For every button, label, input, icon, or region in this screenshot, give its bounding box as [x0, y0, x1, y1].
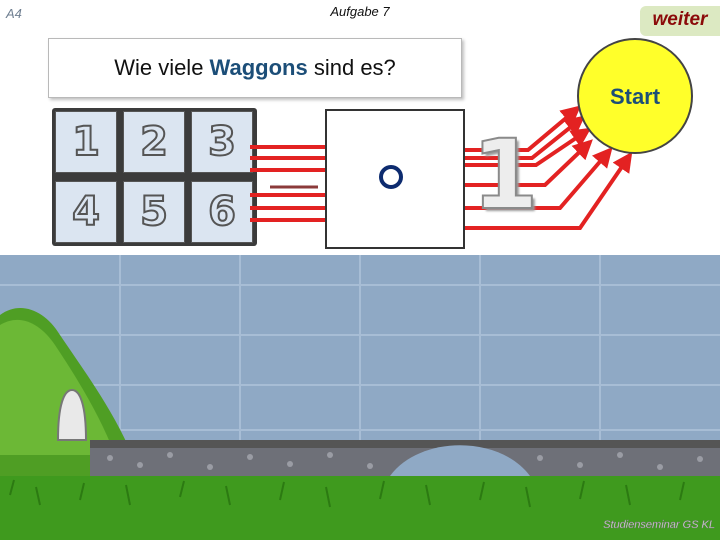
watermark: Studienseminar GS KL	[603, 519, 715, 531]
key-2[interactable]: 2	[123, 111, 185, 173]
question-after: sind es?	[307, 55, 396, 80]
answer-indicator-icon	[379, 165, 403, 189]
key-1[interactable]: 1	[55, 111, 117, 173]
start-label[interactable]: Start	[609, 84, 661, 109]
number-keypad: 1 2 3 4 5 6	[52, 108, 257, 246]
answer-display	[325, 109, 465, 249]
answer-digit: 1	[471, 119, 540, 231]
slide-id-label: A4	[6, 6, 22, 21]
key-3[interactable]: 3	[191, 111, 253, 173]
question-box: Wie viele Waggons sind es?	[48, 38, 462, 98]
next-button[interactable]: weiter	[640, 6, 720, 36]
key-5[interactable]: 5	[123, 181, 185, 243]
key-6[interactable]: 6	[191, 181, 253, 243]
question-before: Wie viele	[114, 55, 210, 80]
start-button[interactable]	[577, 38, 693, 154]
landscape-scene	[0, 255, 720, 540]
question-text: Wie viele Waggons sind es?	[49, 55, 461, 81]
key-4[interactable]: 4	[55, 181, 117, 243]
question-highlight: Waggons	[209, 55, 308, 80]
task-title: Aufgabe 7	[330, 4, 390, 19]
